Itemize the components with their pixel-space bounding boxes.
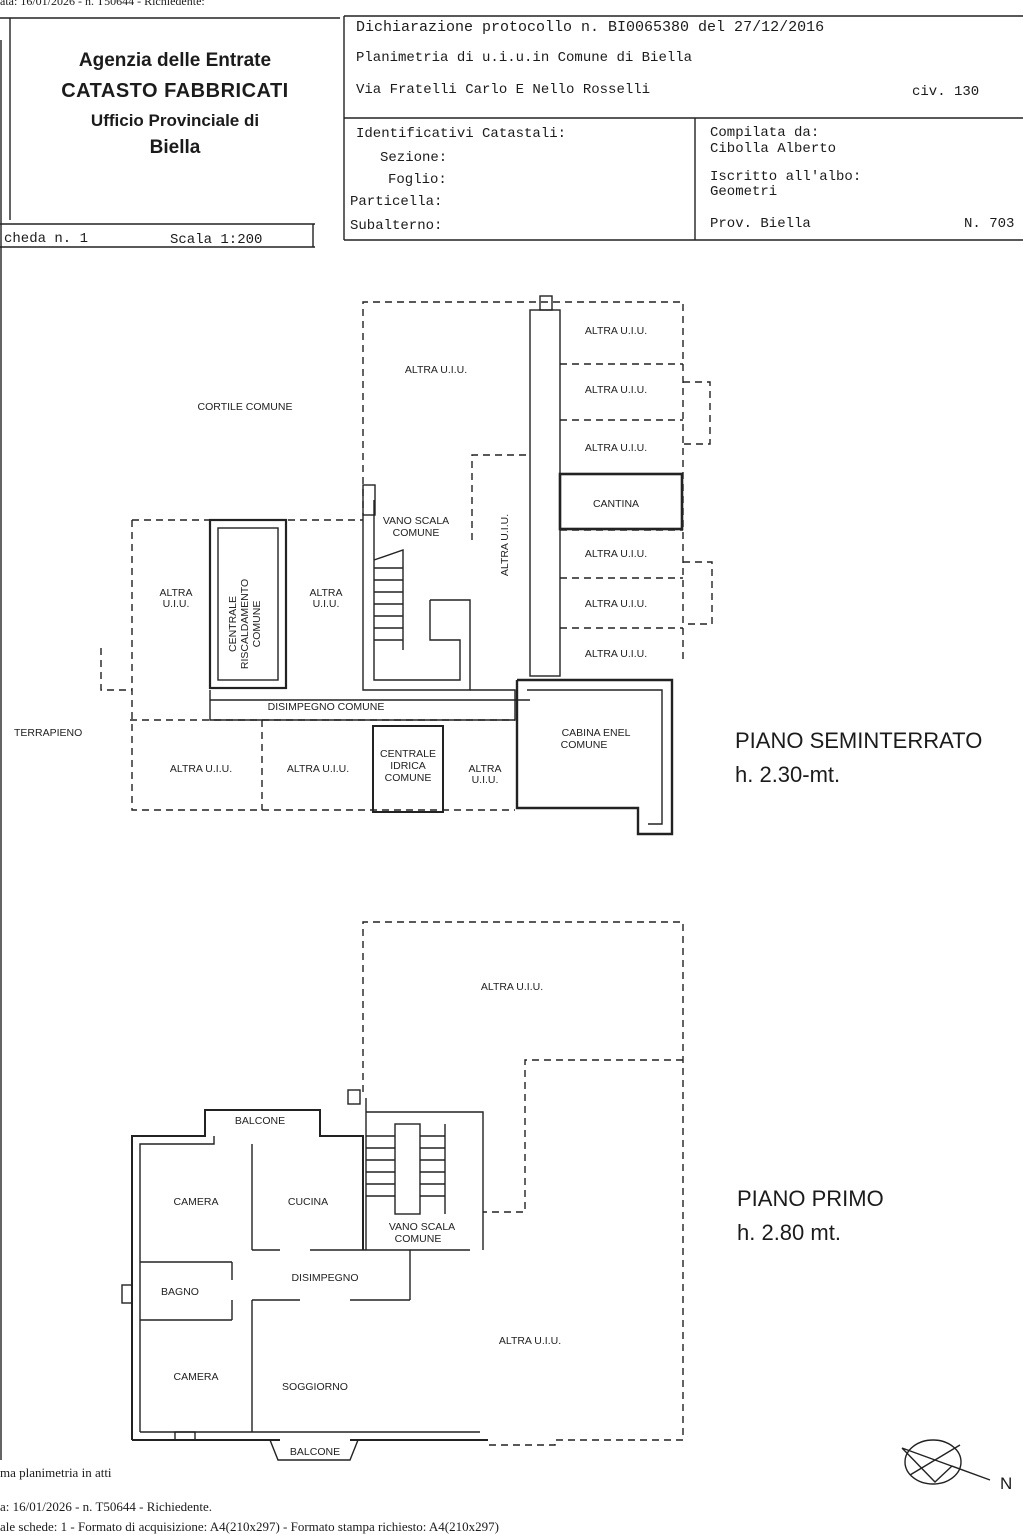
- label-camera: CAMERA: [174, 1196, 219, 1208]
- label-balcone: BALCONE: [290, 1446, 340, 1458]
- label-altra-uiu: ALTRA U.I.U.: [585, 598, 647, 610]
- scheda-number: cheda n. 1: [4, 231, 89, 247]
- label-altra-uiu: ALTRA U.I.U.: [585, 442, 647, 454]
- label-altra-uiu: ALTRA U.I.U.: [585, 548, 647, 560]
- address-line: Via Fratelli Carlo E Nello Rosselli: [356, 82, 651, 98]
- sezione-label: Sezione:: [380, 150, 448, 166]
- first-floor-height: h. 2.80 mt.: [737, 1220, 841, 1245]
- label-uiu: U.I.U.: [163, 598, 190, 610]
- basement-height: h. 2.30-mt.: [735, 762, 841, 787]
- label-vano-scala: VANO SCALA: [383, 515, 449, 527]
- compiler-label: Compilata da:: [710, 125, 820, 141]
- label-vano-scala: VANO SCALA: [389, 1221, 455, 1233]
- label-uiu: U.I.U.: [472, 774, 499, 786]
- label-altra-uiu: ALTRA U.I.U.: [405, 364, 467, 376]
- compiler-number: N. 703: [964, 216, 1015, 232]
- label-altra-uiu: ALTRA U.I.U.: [585, 648, 647, 660]
- label-cortile-comune: CORTILE COMUNE: [198, 401, 293, 413]
- agency-name: Agenzia delle Entrate: [78, 50, 272, 71]
- label-altra-uiu: ALTRA U.I.U.: [170, 763, 232, 775]
- footer-line-2: a: 16/01/2026 - n. T50644 - Richiedente.: [0, 1499, 213, 1514]
- label-balcone: BALCONE: [235, 1115, 285, 1127]
- label-cabina-comune: COMUNE: [561, 739, 608, 751]
- label-altra: ALTRA: [468, 763, 501, 775]
- label-idrica-comune: COMUNE: [385, 772, 432, 784]
- basement-title: PIANO SEMINTERRATO: [735, 728, 983, 753]
- basement-plan: [100, 295, 713, 836]
- label-centrale-idrica: CENTRALE: [380, 748, 436, 760]
- agency-block: Agenzia delle Entrate CATASTO FABBRICATI…: [10, 48, 340, 162]
- north-label: N: [1000, 1474, 1013, 1493]
- label-altra-uiu: ALTRA U.I.U.: [499, 1335, 561, 1347]
- label-riscaldamento: RISCALDAMENTO: [239, 579, 251, 669]
- label-altra: ALTRA: [309, 587, 342, 599]
- header-frame: [0, 15, 1023, 1460]
- label-camera: CAMERA: [174, 1371, 219, 1383]
- plan-line: Planimetria di u.i.u.in Comune di Biella: [356, 50, 693, 66]
- label-disimpegno: DISIMPEGNO: [291, 1272, 358, 1284]
- label-altra-uiu: ALTRA U.I.U.: [287, 763, 349, 775]
- agency-city: Biella: [149, 137, 201, 158]
- compiler-prov: Prov. Biella: [710, 216, 811, 232]
- north-arrow: [901, 1439, 991, 1485]
- agency-dept: CATASTO FABBRICATI: [61, 80, 289, 102]
- label-uiu: U.I.U.: [313, 598, 340, 610]
- label-altra-uiu: ALTRA U.I.U.: [481, 981, 543, 993]
- label-bagno: BAGNO: [161, 1286, 199, 1298]
- label-vano-scala-comune: COMUNE: [395, 1233, 442, 1245]
- foglio-label: Foglio:: [388, 172, 447, 188]
- footer-line-3: ale schede: 1 - Formato di acquisizione:…: [0, 1519, 499, 1534]
- label-soggiorno: SOGGIORNO: [282, 1381, 348, 1393]
- first-floor-plan: [121, 921, 684, 1461]
- label-altra-uiu: ALTRA U.I.U.: [585, 325, 647, 337]
- first-floor-title: PIANO PRIMO: [737, 1186, 884, 1211]
- label-disimpegno-comune: DISIMPEGNO COMUNE: [268, 701, 385, 713]
- label-risc-comune: COMUNE: [251, 601, 263, 648]
- label-altra-uiu: ALTRA U.I.U.: [585, 384, 647, 396]
- albo-value: Geometri: [710, 184, 778, 200]
- scheda-scale: Scala 1:200: [170, 232, 263, 248]
- subalterno-label: Subalterno:: [350, 218, 443, 234]
- identifiers-heading: Identificativi Catastali:: [356, 126, 567, 142]
- top-fragment: ata: 16/01/2026 - n. T50644 - Richiedent…: [0, 0, 205, 8]
- particella-label: Particella:: [350, 194, 443, 210]
- label-cantina: CANTINA: [593, 498, 639, 510]
- civic-number: civ. 130: [912, 84, 980, 100]
- agency-office: Ufficio Provinciale di: [90, 111, 260, 130]
- footer-line-1: ma planimetria in atti: [0, 1465, 112, 1480]
- label-altra-uiu-vertical: ALTRA U.I.U.: [499, 514, 511, 576]
- protocol-line: Dichiarazione protocollo n. BI0065380 de…: [356, 19, 825, 36]
- label-terrapieno: TERRAPIENO: [14, 727, 82, 739]
- albo-label: Iscritto all'albo:: [710, 169, 862, 185]
- label-altra: ALTRA: [159, 587, 192, 599]
- label-idrica: IDRICA: [390, 760, 426, 772]
- label-centrale: CENTRALE: [227, 596, 239, 652]
- label-cabina-enel: CABINA ENEL: [562, 727, 631, 739]
- compiler-name: Cibolla Alberto: [710, 141, 837, 157]
- label-vano-scala-comune: COMUNE: [393, 527, 440, 539]
- label-cucina: CUCINA: [288, 1196, 328, 1208]
